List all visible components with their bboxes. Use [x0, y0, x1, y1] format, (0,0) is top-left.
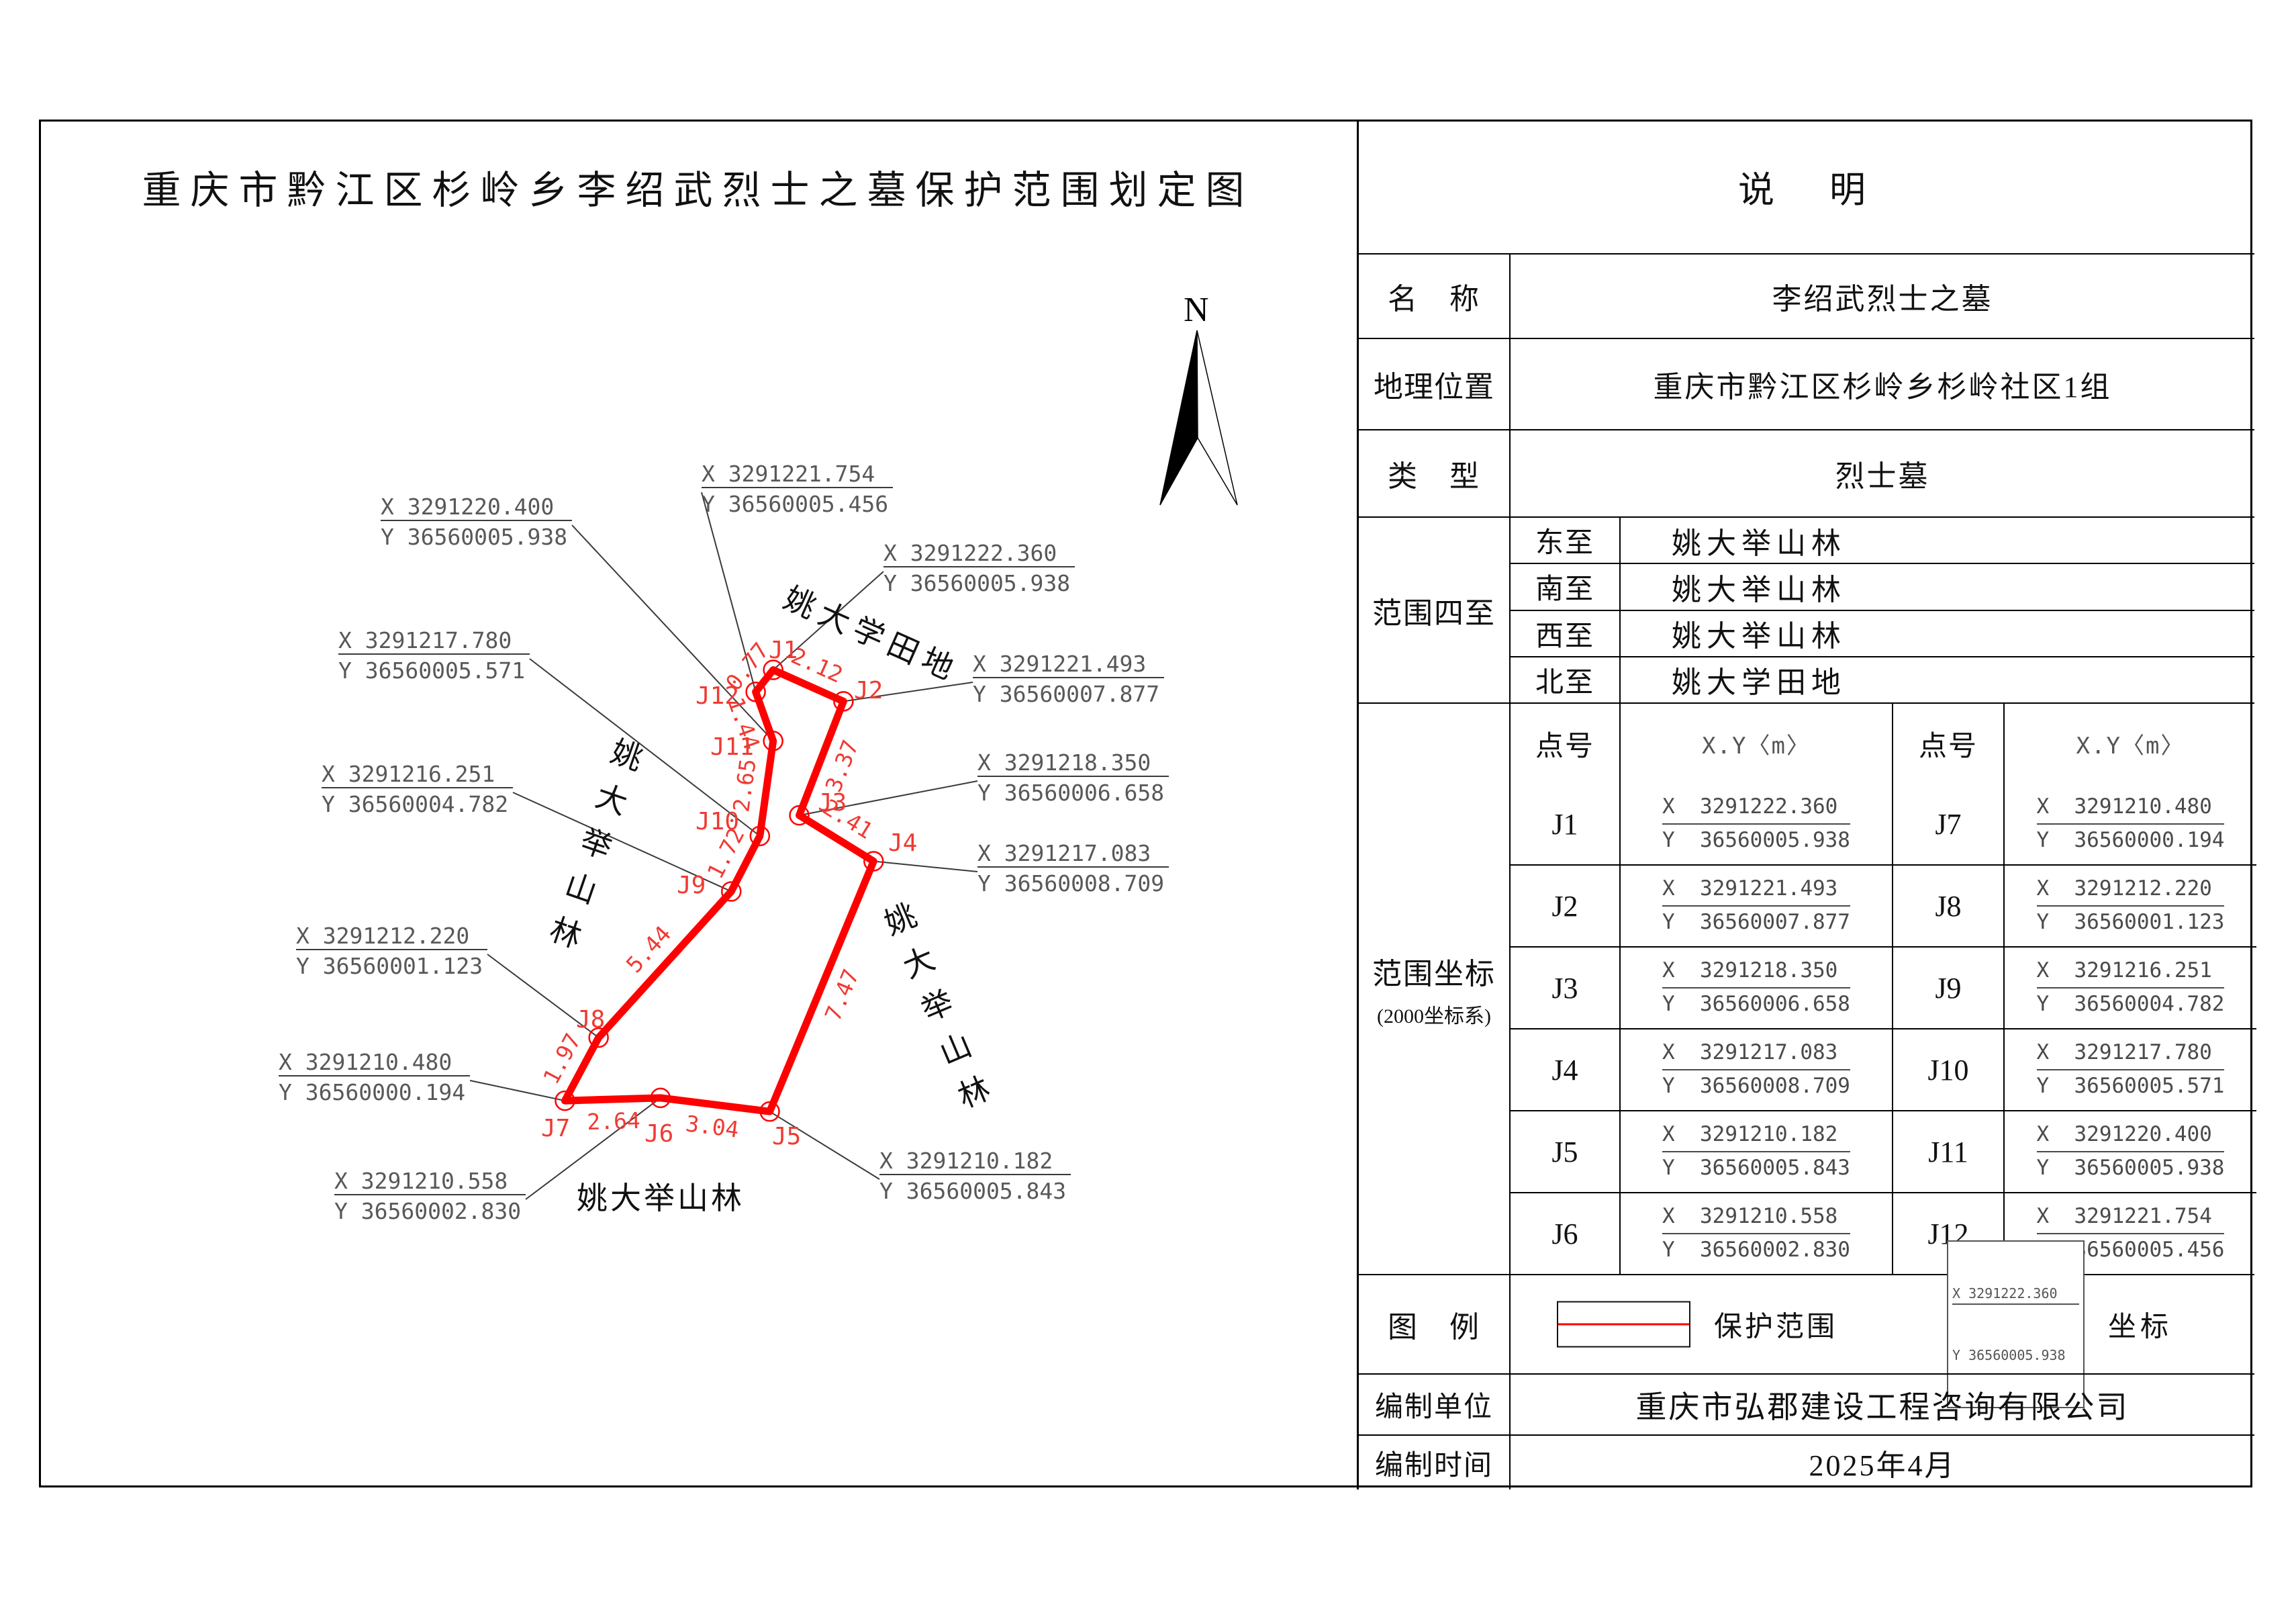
point-id: J5 — [1511, 1111, 1621, 1192]
location-label: 地理位置 — [1359, 339, 1511, 429]
north-arrow-icon — [1159, 330, 1198, 506]
spec-panel: 说 明 名 称 李绍武烈士之墓 地理位置 重庆市黔江区杉岭乡杉岭社区1组 类 型… — [1357, 120, 2256, 1489]
type-row: 类 型 烈士墓 — [1359, 429, 2254, 516]
coords-label-main: 范围坐标 — [1372, 957, 1496, 991]
agency-label: 编制单位 — [1359, 1375, 1511, 1434]
boundary-row-north: 北至 姚大学田地 — [1511, 655, 2254, 702]
point-id: J3 — [1511, 948, 1621, 1028]
date-label: 编制时间 — [1359, 1436, 1511, 1489]
point-id: J6 — [1511, 1193, 1621, 1274]
agency-row: 编制单位 重庆市弘郡建设工程咨询有限公司 — [1359, 1373, 2254, 1434]
legend-boundary-swatch — [1557, 1301, 1690, 1348]
drawing-title: 重庆市黔江区杉岭乡李绍武烈士之墓保护范围划定图 — [142, 168, 1254, 212]
boundary-dir: 北至 — [1511, 657, 1621, 702]
name-value: 李绍武烈士之墓 — [1772, 283, 1993, 316]
legend-boundary-label: 保护范围 — [1714, 1312, 1838, 1343]
point-id: J10 — [1893, 1029, 2005, 1110]
boundary-section: 范围四至 东至 姚大举山林 南至 姚大举山林 西至 姚大举山林 北至 姚大学田地 — [1359, 516, 2254, 702]
boundary-row-south: 南至 姚大举山林 — [1511, 563, 2254, 610]
date-row: 编制时间 2025年4月 — [1359, 1434, 2254, 1489]
point-col-header: 点号 — [1511, 704, 1621, 784]
boundary-dir: 东至 — [1511, 518, 1621, 563]
boundary-line-sample — [1558, 1323, 1689, 1326]
type-label: 类 型 — [1359, 430, 1511, 516]
notes-header-row: 说 明 — [1359, 120, 2254, 253]
boundary-value: 姚大举山林 — [1672, 526, 1846, 560]
legend-sample-y: Y 36560005.938 — [1952, 1347, 2066, 1363]
legend-coordinate-label: 坐标 — [2108, 1312, 2173, 1343]
point-id: J8 — [1893, 866, 2005, 946]
coords-header-row: 点号 X.Y〈m〉 点号 X.Y〈m〉 — [1511, 704, 2256, 784]
location-row: 地理位置 重庆市黔江区杉岭乡杉岭社区1组 — [1359, 338, 2254, 429]
name-row: 名 称 李绍武烈士之墓 — [1359, 253, 2254, 338]
legend-section: 图 例 保护范围 X 3291222.360 Y 36560005.938 坐标 — [1359, 1240, 2254, 1408]
name-label: 名 称 — [1359, 255, 1511, 338]
boundary-dir: 南至 — [1511, 564, 1621, 610]
boundary-dir: 西至 — [1511, 610, 1621, 656]
boundary-row-west: 西至 姚大举山林 — [1511, 609, 2254, 656]
agency-value: 重庆市弘郡建设工程咨询有限公司 — [1635, 1389, 2130, 1424]
legend-label: 图 例 — [1359, 1275, 1511, 1373]
point-id: J9 — [1893, 948, 2005, 1028]
boundary-value: 姚大学田地 — [1672, 666, 1846, 700]
point-id: J4 — [1511, 1029, 1621, 1110]
notes-header: 说 明 — [1738, 170, 1875, 210]
date-value: 2025年4月 — [1809, 1449, 1956, 1482]
point-col-header: 点号 — [1893, 704, 2005, 784]
legend-sample-x: X 3291222.360 — [1952, 1283, 2079, 1305]
north-label: N — [1184, 291, 1209, 329]
coords-label-sub: (2000坐标系) — [1377, 1005, 1491, 1027]
boundary-row-east: 东至 姚大举山林 — [1511, 518, 2254, 563]
type-value: 烈士墓 — [1835, 460, 1930, 493]
coords-label: 范围坐标 (2000坐标系) — [1359, 704, 1511, 1274]
boundary-label: 范围四至 — [1359, 518, 1511, 702]
point-id: J7 — [1893, 784, 2005, 864]
location-value: 重庆市黔江区杉岭乡杉岭社区1组 — [1653, 371, 2112, 404]
boundary-value: 姚大举山林 — [1672, 620, 1846, 653]
sheet-frame — [39, 120, 2252, 1487]
xy-col-header: X.Y〈m〉 — [2076, 733, 2185, 760]
point-id: J1 — [1511, 784, 1621, 864]
legend-coordinate-sample: X 3291222.360 Y 36560005.938 — [1947, 1240, 2085, 1408]
xy-col-header: X.Y〈m〉 — [1621, 704, 1893, 784]
point-id: J11 — [1893, 1111, 2005, 1192]
boundary-value: 姚大举山林 — [1672, 573, 1846, 606]
point-id: J2 — [1511, 866, 1621, 946]
